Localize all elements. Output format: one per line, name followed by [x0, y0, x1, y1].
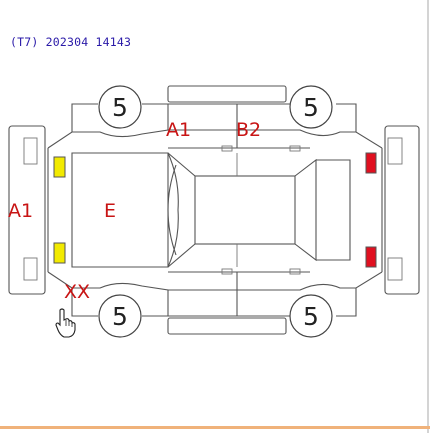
left-side-panels [47, 85, 383, 152]
code-left-front-door: A1 [166, 119, 191, 141]
tyre-rear-right [289, 294, 333, 338]
wheel-label-front-right: 5 [112, 302, 128, 331]
right-taillight [365, 246, 377, 268]
tyre-rear-left [289, 85, 333, 129]
accent-bar [0, 426, 430, 429]
tyre-front-right [98, 294, 142, 338]
code-front-corner: XX [64, 281, 90, 303]
rear-bumper [384, 125, 420, 295]
wheel-label-rear-left: 5 [303, 93, 319, 122]
wheel-label-front-left: 5 [112, 93, 128, 122]
right-side-panels [47, 268, 383, 335]
left-headlight [53, 156, 66, 178]
car-body-top-view [47, 148, 383, 272]
code-front-bumper: A1 [8, 200, 33, 222]
code-left-rear-door: B2 [236, 119, 261, 141]
left-taillight [365, 152, 377, 174]
record-header: (T7) 202304 14143 [10, 35, 132, 49]
front-bumper [8, 125, 46, 295]
code-hood: E [104, 200, 116, 222]
wheel-label-rear-right: 5 [303, 302, 319, 331]
tyre-front-left [98, 85, 142, 129]
right-headlight [53, 242, 66, 264]
hand-pointer-icon [55, 308, 76, 338]
